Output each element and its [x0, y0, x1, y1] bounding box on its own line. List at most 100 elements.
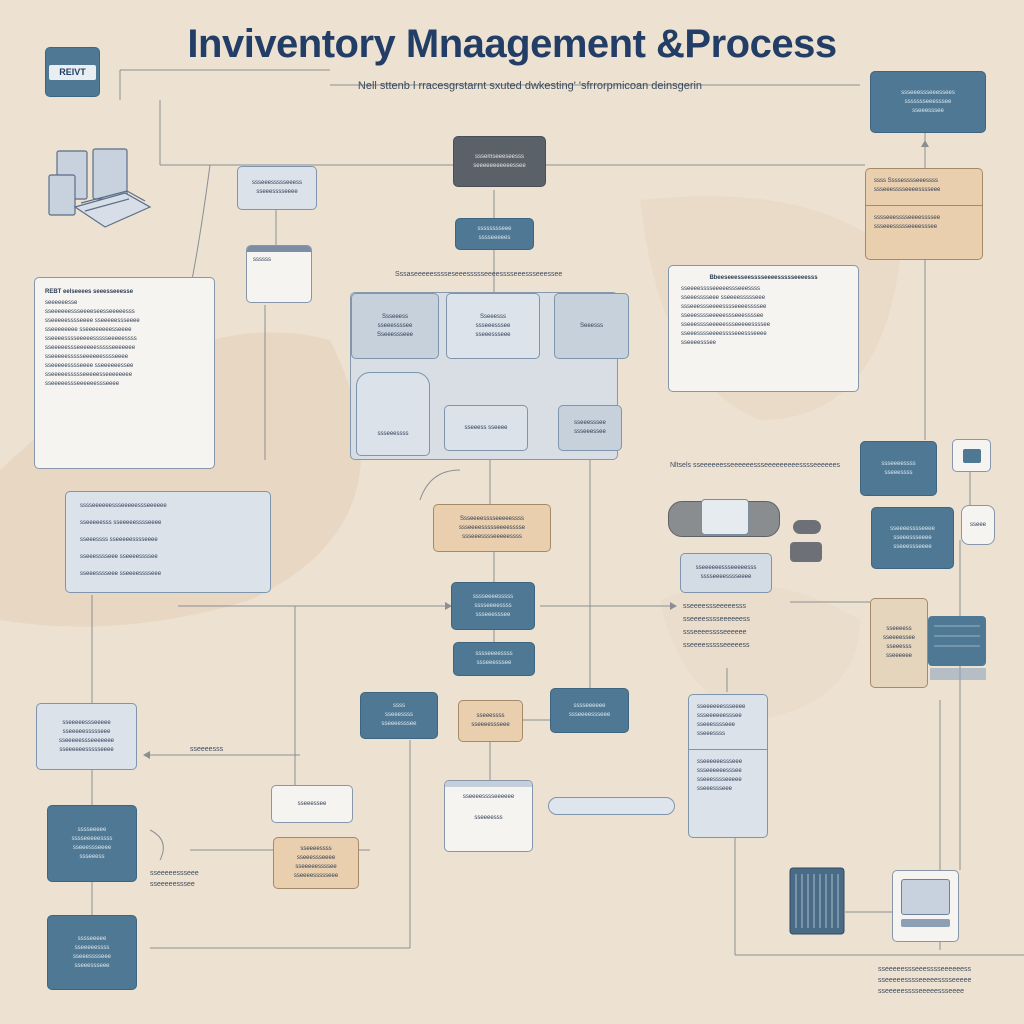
card-b-line: sseeessseee	[475, 331, 511, 338]
right-tall-line: sseeeeeessseeee	[697, 704, 746, 710]
center-panel-card-c: Seeesss	[554, 293, 629, 359]
small-white-box: sseeessee	[271, 785, 353, 823]
mouse-icon	[793, 520, 821, 534]
puzzle-icon	[962, 448, 981, 463]
mid-tan-line: ssseeeessssseeeesssse	[458, 524, 526, 531]
left-document-line: sseeeeesssseeee sseeeeessseeee	[45, 318, 140, 324]
left-card: ssssss	[246, 245, 312, 303]
right-tall-divider	[689, 749, 767, 750]
small-device-label: sseee	[969, 521, 986, 528]
left-small-box: ssseeessssseeess sseeesssseeee	[237, 166, 317, 210]
right-document-line: sseeeesssee	[681, 340, 717, 346]
bl-blue-1-line: sssseeeeessss	[71, 835, 113, 842]
right-text-line: sseeeesssseeeeeess	[683, 616, 750, 623]
right-tan-tall-line: sseeeessee	[882, 635, 916, 641]
mid-left-panel: sssseeeeeessseeeeessseeeeee sseeeeesss s…	[65, 491, 271, 593]
right-tall-line: sseeesssseee	[697, 722, 736, 728]
left-document-line: seeeeeesse	[45, 300, 78, 306]
bl-blue-2-line: sseeeeessss	[74, 944, 110, 951]
bl-blue-1-line: sssseeeee	[77, 826, 107, 833]
bl-blue-1-line: ssseeess	[79, 853, 105, 860]
top-right-line: ssseeessseeessees	[901, 89, 955, 96]
right-blue-mid-line: sseeessseeee	[893, 543, 932, 550]
top-center-line: seeeeeeeeeeessee	[473, 162, 526, 169]
right-tall-line: ssseeeeeesssee	[697, 713, 742, 719]
right-blue-mid-line: sseeessseeee	[893, 534, 932, 541]
center-blue-box-2: sssseeeessss ssseeesssee	[453, 642, 535, 676]
card-a-line: Ssseeess	[381, 313, 408, 320]
center-panel-card-a: Ssseeess sseeessssee Sseeessseee	[351, 293, 439, 359]
right-light-mid-box: sseeeeeessseeeeesss sssseeeesssseeee	[680, 553, 772, 593]
right-tall-panel: sseeeeeessseeee ssseeeeeesssee sseeessss…	[688, 694, 768, 838]
printer-tray	[901, 919, 950, 927]
top-right-box: ssseeessseeessees ssssssseeesssee sseees…	[870, 71, 986, 133]
tan-a-line: sseeessss	[476, 713, 505, 719]
right-tall-line: sseeesssseeeee	[697, 777, 742, 783]
right-blue-small-line: sseeessss	[884, 469, 913, 476]
right-blue-mid-line: sseeeesssseeee	[890, 525, 935, 532]
mid-left-panel-line: sseeesssseee sseeeessssee	[80, 554, 158, 560]
card-b-line: Sseeesss	[479, 313, 506, 320]
bottom-left-blue-box-1: sssseeeee sssseeeeessss sseeessseeee sss…	[47, 805, 137, 882]
tan-box-b: sseeeessss sseeessseeee sseeeeessssee ss…	[273, 837, 359, 889]
mid-blue-line: sssseeeees	[478, 235, 511, 241]
diagram-title: Inviventory Mnaagement &Process	[187, 22, 837, 66]
right-caption: Nltsels sseeeeeesseeeeeessseeeeeeeeessss…	[670, 462, 841, 469]
top-right-line: ssssssseeesssee	[904, 98, 952, 105]
center-blue-1-line: ssseeesssee	[475, 611, 511, 618]
bl-blue-2-line: sseeessseee	[74, 962, 110, 969]
left-small-line: sseeesssseeee	[256, 189, 298, 195]
card-d-line: ssseeessss	[377, 430, 409, 437]
right-light-mid-line: sssseeeesssseeee	[700, 574, 752, 580]
center-blue-1-line: sssseeeessss	[474, 602, 512, 609]
card-c-line: Seeesss	[579, 322, 603, 329]
left-document-line: sseeeeessseeeeeessseeee	[45, 381, 120, 387]
center-panel-caption: Sssaseeeeesssseseeessssseeeesssseeesssee…	[395, 271, 563, 278]
blue-b-line: sssseeeeee	[573, 702, 606, 709]
right-text-block: sseeeessseeeeesss sseeeesssseeeeeess sss…	[683, 600, 750, 652]
left-light-mid-line: sseeeeessseeeeeee	[58, 737, 115, 744]
left-document-line: sseeeeesssseeee sseeeeeessee	[45, 363, 134, 369]
center-panel-card-e: sseeess sseeee	[444, 405, 528, 451]
bl-blue-2-line: sseeesssseee	[72, 953, 112, 960]
puzzle-icon-box	[952, 439, 991, 472]
left-document-line: sseeeeeessseeeeseesseeeeesss	[45, 309, 135, 315]
right-document-line: ssseeessseeeesssseeeessssee	[681, 304, 767, 310]
monitor-titlebar	[445, 781, 532, 787]
printer-icon	[892, 870, 959, 942]
monitor-line: sseeeesssseeeeee	[462, 794, 515, 800]
right-document-line: sseeesssseee sseeeessssseee	[681, 295, 766, 301]
center-panel-card-f: sseeesssee ssseeessee	[558, 405, 622, 451]
center-blue-box-1: sssseeeesssss sssseeeessss ssseeesssee	[451, 582, 535, 630]
mid-tan-line: Ssseeeesssseeeeessss	[459, 515, 525, 522]
card-f-line: ssseeessee	[574, 429, 606, 435]
server-stack-icon	[928, 616, 986, 680]
small-white-line: sseeessee	[297, 800, 327, 807]
right-tall-line: sseeeeeessseee	[697, 759, 743, 765]
right-tan-tall-box: sseeeess sseeeessee sseeesss sseeeeee	[870, 598, 928, 688]
card-f-line: sseeesssee	[574, 420, 606, 426]
bottom-left-text-line: sseeeeesssee	[150, 881, 195, 888]
left-document-line: sseeeesssseeeeessssseeeeessss	[45, 336, 137, 342]
right-text-line: ssseeeesssseeeeee	[683, 629, 747, 636]
mid-left-panel-line: sssseeeeeessseeeeessseeeeee	[80, 503, 167, 509]
card-a-line: sseeessssee	[377, 322, 413, 329]
monitor-window: sseeeesssseeeeee sseeeesss	[444, 780, 533, 852]
top-center-box: sssemseeeseesss seeeeeeeeeeessee	[453, 136, 546, 187]
bottom-right-text-line: sseeeeesssseeeeessseeee	[878, 988, 965, 995]
left-light-mid-line: sseeeeessssseee	[62, 728, 111, 735]
right-document-title: Bbeeseeesseesssseeeessssseeeesss	[709, 275, 818, 281]
right-tan-tall-line: sseeeeee	[885, 653, 913, 659]
blue-box-b: sssseeeeee ssseeeessseee	[550, 688, 629, 733]
right-tan-line: sssseeesssseeeessssee	[874, 215, 941, 221]
right-blue-small-box: ssseeeessss sseeessss	[860, 441, 937, 496]
right-document: Bbeeseeesseesssseeeessssseeeesss sseeees…	[668, 265, 859, 392]
left-small-line: ssseeessssseeess	[251, 180, 303, 186]
right-tall-line: ssseeeeeesssee	[697, 768, 742, 774]
top-right-line: sseeesssee	[912, 107, 944, 114]
diagram-subtitle: Nell sttenb l rracesgrstarnt sxuted dwke…	[357, 80, 703, 92]
file-stack-icon	[48, 148, 152, 228]
center-panel-card-b: Sseeesss ssseeesssee sseeessseee	[446, 293, 540, 359]
right-document-line: sseeesssseeeeessseeessssee	[681, 313, 764, 319]
